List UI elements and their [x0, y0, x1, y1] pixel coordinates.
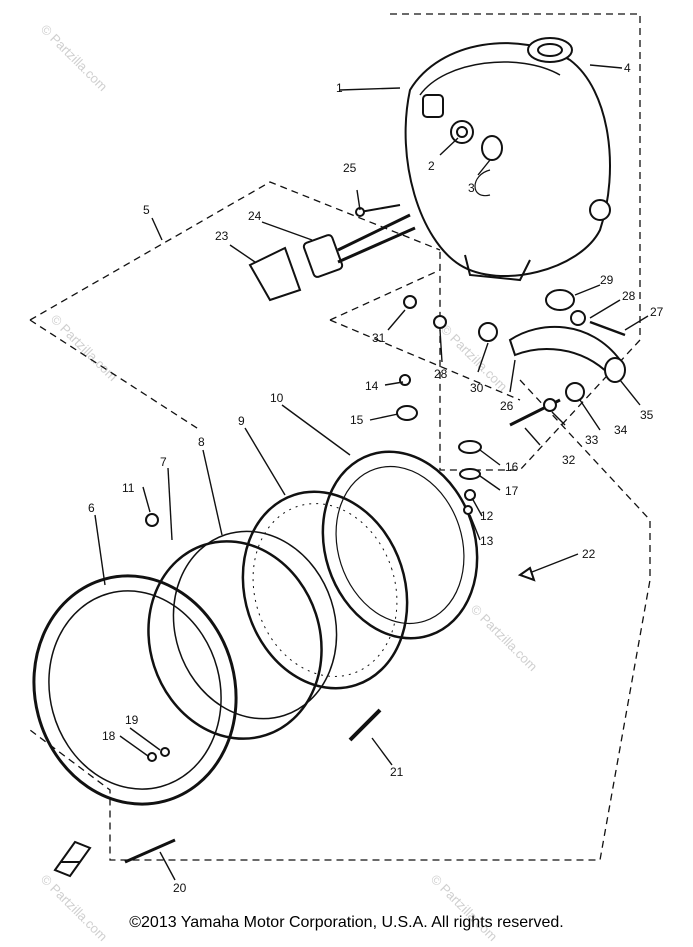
grommet	[527, 37, 573, 63]
outline-group-5	[29, 181, 441, 321]
part-label-15: 15	[350, 413, 364, 427]
part-label-24: 24	[248, 209, 262, 223]
part-label-23: 23	[215, 229, 229, 243]
socket-assembly	[248, 204, 416, 302]
watermark: © Partzilla.com	[468, 602, 541, 675]
reflector	[241, 490, 409, 690]
part-label-20: 20	[173, 881, 187, 895]
part-label-27: 27	[650, 305, 664, 319]
part-label-11: 11	[122, 481, 135, 495]
part-label-8: 8	[198, 435, 205, 449]
part-label-28a: 28	[622, 289, 636, 303]
part-label-6: 6	[88, 501, 95, 515]
part-label-9: 9	[238, 414, 245, 428]
watermark: © Partzilla.com	[38, 872, 111, 945]
part-label-5: 5	[143, 203, 150, 217]
part-label-35: 35	[640, 408, 654, 422]
part-label-14: 14	[365, 379, 379, 393]
headlight-rim	[32, 574, 238, 806]
part-label-30: 30	[470, 381, 484, 395]
part-label-3: 3	[468, 181, 475, 195]
part-label-31: 31	[372, 331, 386, 345]
copyright-notice: ©2013 Yamaha Motor Corporation, U.S.A. A…	[129, 914, 564, 931]
part-label-33: 33	[585, 433, 599, 447]
watermark: © Partzilla.com	[428, 872, 501, 945]
part-label-7: 7	[160, 455, 167, 469]
lens-unit	[147, 530, 338, 740]
part-label-13: 13	[480, 534, 494, 548]
part-label-19: 19	[125, 713, 139, 727]
hardware	[124, 374, 536, 864]
part-label-10: 10	[270, 391, 284, 405]
part-label-34: 34	[614, 423, 628, 437]
watermark: © Partzilla.com	[48, 312, 121, 385]
part-label-18: 18	[102, 729, 116, 743]
part-label-21: 21	[390, 765, 404, 779]
outline-bracket	[329, 319, 521, 401]
outline-front-group	[29, 379, 651, 861]
part-label-16: 16	[505, 460, 519, 474]
part-label-17: 17	[505, 484, 519, 498]
part-labels: 1 2 3 4 5 6 7 8 9 10 11 12 13 14 15 16 1…	[88, 61, 664, 895]
watermark: © Partzilla.com	[38, 22, 111, 95]
mount-bracket	[403, 289, 626, 427]
part-label-32: 32	[562, 453, 576, 467]
front-arrow-icon	[53, 840, 92, 878]
part-label-4: 4	[624, 61, 631, 75]
part-label-2: 2	[428, 159, 435, 173]
part-label-25: 25	[343, 161, 357, 175]
part-label-28b: 28	[434, 367, 448, 381]
part-label-26: 26	[500, 399, 514, 413]
leader-lines	[94, 64, 649, 881]
part-label-1: 1	[336, 81, 343, 95]
headlight-housing	[404, 42, 611, 282]
part-label-29: 29	[600, 273, 614, 287]
mounting-ring	[321, 450, 479, 640]
part-label-12: 12	[480, 509, 494, 523]
part-label-22: 22	[582, 547, 596, 561]
